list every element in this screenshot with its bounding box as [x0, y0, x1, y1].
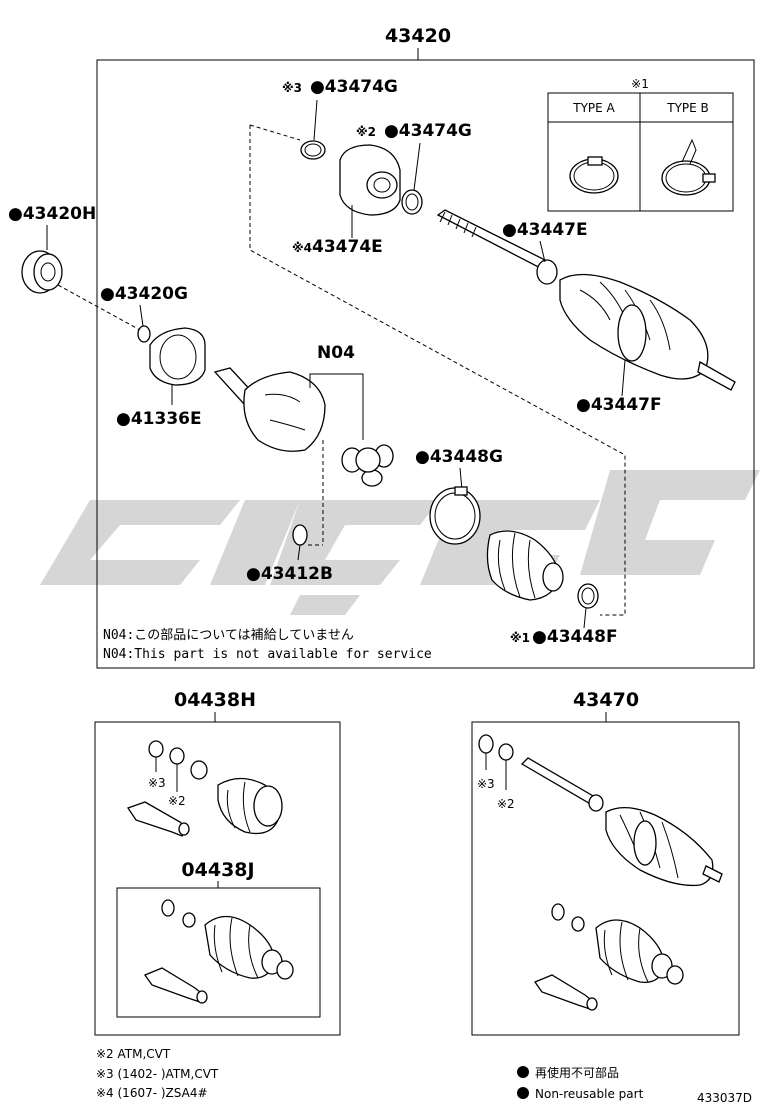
snap-ring-43420g-icon [137, 325, 151, 343]
kit-right-box [471, 721, 740, 1036]
kit-right-mark2: ※2 [497, 797, 515, 811]
part-label-43474g-2: ※2 ●43474G [356, 121, 472, 141]
part-label-41336e: ●41336E [116, 409, 202, 429]
kit-left-mark2: ※2 [168, 794, 186, 808]
seal-43420h-icon [21, 250, 63, 294]
drive-shaft-icon [436, 209, 736, 391]
part-label-43474e: ※443474E [292, 237, 383, 257]
type-b-label: TYPE B [666, 101, 709, 115]
footnote-3: ※4 (1607- )ZSA4# [96, 1086, 208, 1100]
kit-left-box [94, 721, 341, 1036]
footnote-2: ※3 (1402- )ATM,CVT [96, 1067, 219, 1081]
part-label-43447e: ●43447E [502, 220, 588, 240]
part-label-n04: N04 [317, 343, 355, 363]
kit-left-sub-number: 04438J [181, 859, 254, 881]
part-label-43420h: ●43420H [8, 204, 96, 224]
kit-left-parts-icon [126, 740, 283, 837]
inner-boot-icon [486, 530, 564, 601]
illustration-code: 433037D [697, 1091, 752, 1105]
assembly-number: 43420 [385, 25, 451, 47]
part-label-43447f: ●43447F [576, 395, 662, 415]
kit-left-sub-box [116, 887, 321, 1018]
clamp-43448g-icon [429, 486, 481, 545]
kit-right-number: 43470 [573, 689, 639, 711]
legend-jp: 再使用不可部品 [535, 1065, 619, 1080]
clamp-43474g-small-icon [401, 189, 423, 215]
kit-right-mark3: ※3 [477, 777, 495, 791]
snap-ring-43412b-icon [292, 524, 308, 546]
part-label-43474g-3: ※3 ●43474G [282, 77, 398, 97]
main-assembly-box [96, 59, 755, 669]
kit-left-mark3: ※3 [148, 776, 166, 790]
legend-dot-en [517, 1087, 529, 1099]
kit-left-number: 04438H [174, 689, 256, 711]
footnote-1: ※2 ATM,CVT [96, 1047, 171, 1061]
part-label-43448f: ※1●43448F [510, 627, 618, 647]
note-en: N04:This part is not available for servi… [103, 647, 432, 662]
type-table: ※1 TYPE A TYPE B [547, 77, 734, 212]
inner-joint-housing-icon [213, 367, 326, 452]
part-label-43448g: ●43448G [415, 447, 503, 467]
kit-right-boot-parts-icon [534, 903, 684, 1011]
kit-left-sub-parts-icon [144, 899, 294, 1004]
type-table-mark: ※1 [631, 77, 649, 91]
clamp-43448f-icon [577, 583, 599, 609]
part-label-43412b: ●43412B [246, 564, 333, 584]
part-label-43420g: ●43420G [100, 284, 188, 304]
tripod-n04-icon [341, 444, 394, 487]
watermark-logo [40, 470, 760, 615]
note-jp: N04:この部品については補給していません [103, 628, 354, 643]
type-a-label: TYPE A [572, 101, 615, 115]
kit-right-shaft-icon [478, 734, 723, 887]
damper-43474e-icon [339, 144, 401, 216]
legend-en: Non-reusable part [535, 1087, 644, 1101]
legend-dot-jp [517, 1066, 529, 1078]
dust-cover-41336e-icon [149, 327, 206, 386]
